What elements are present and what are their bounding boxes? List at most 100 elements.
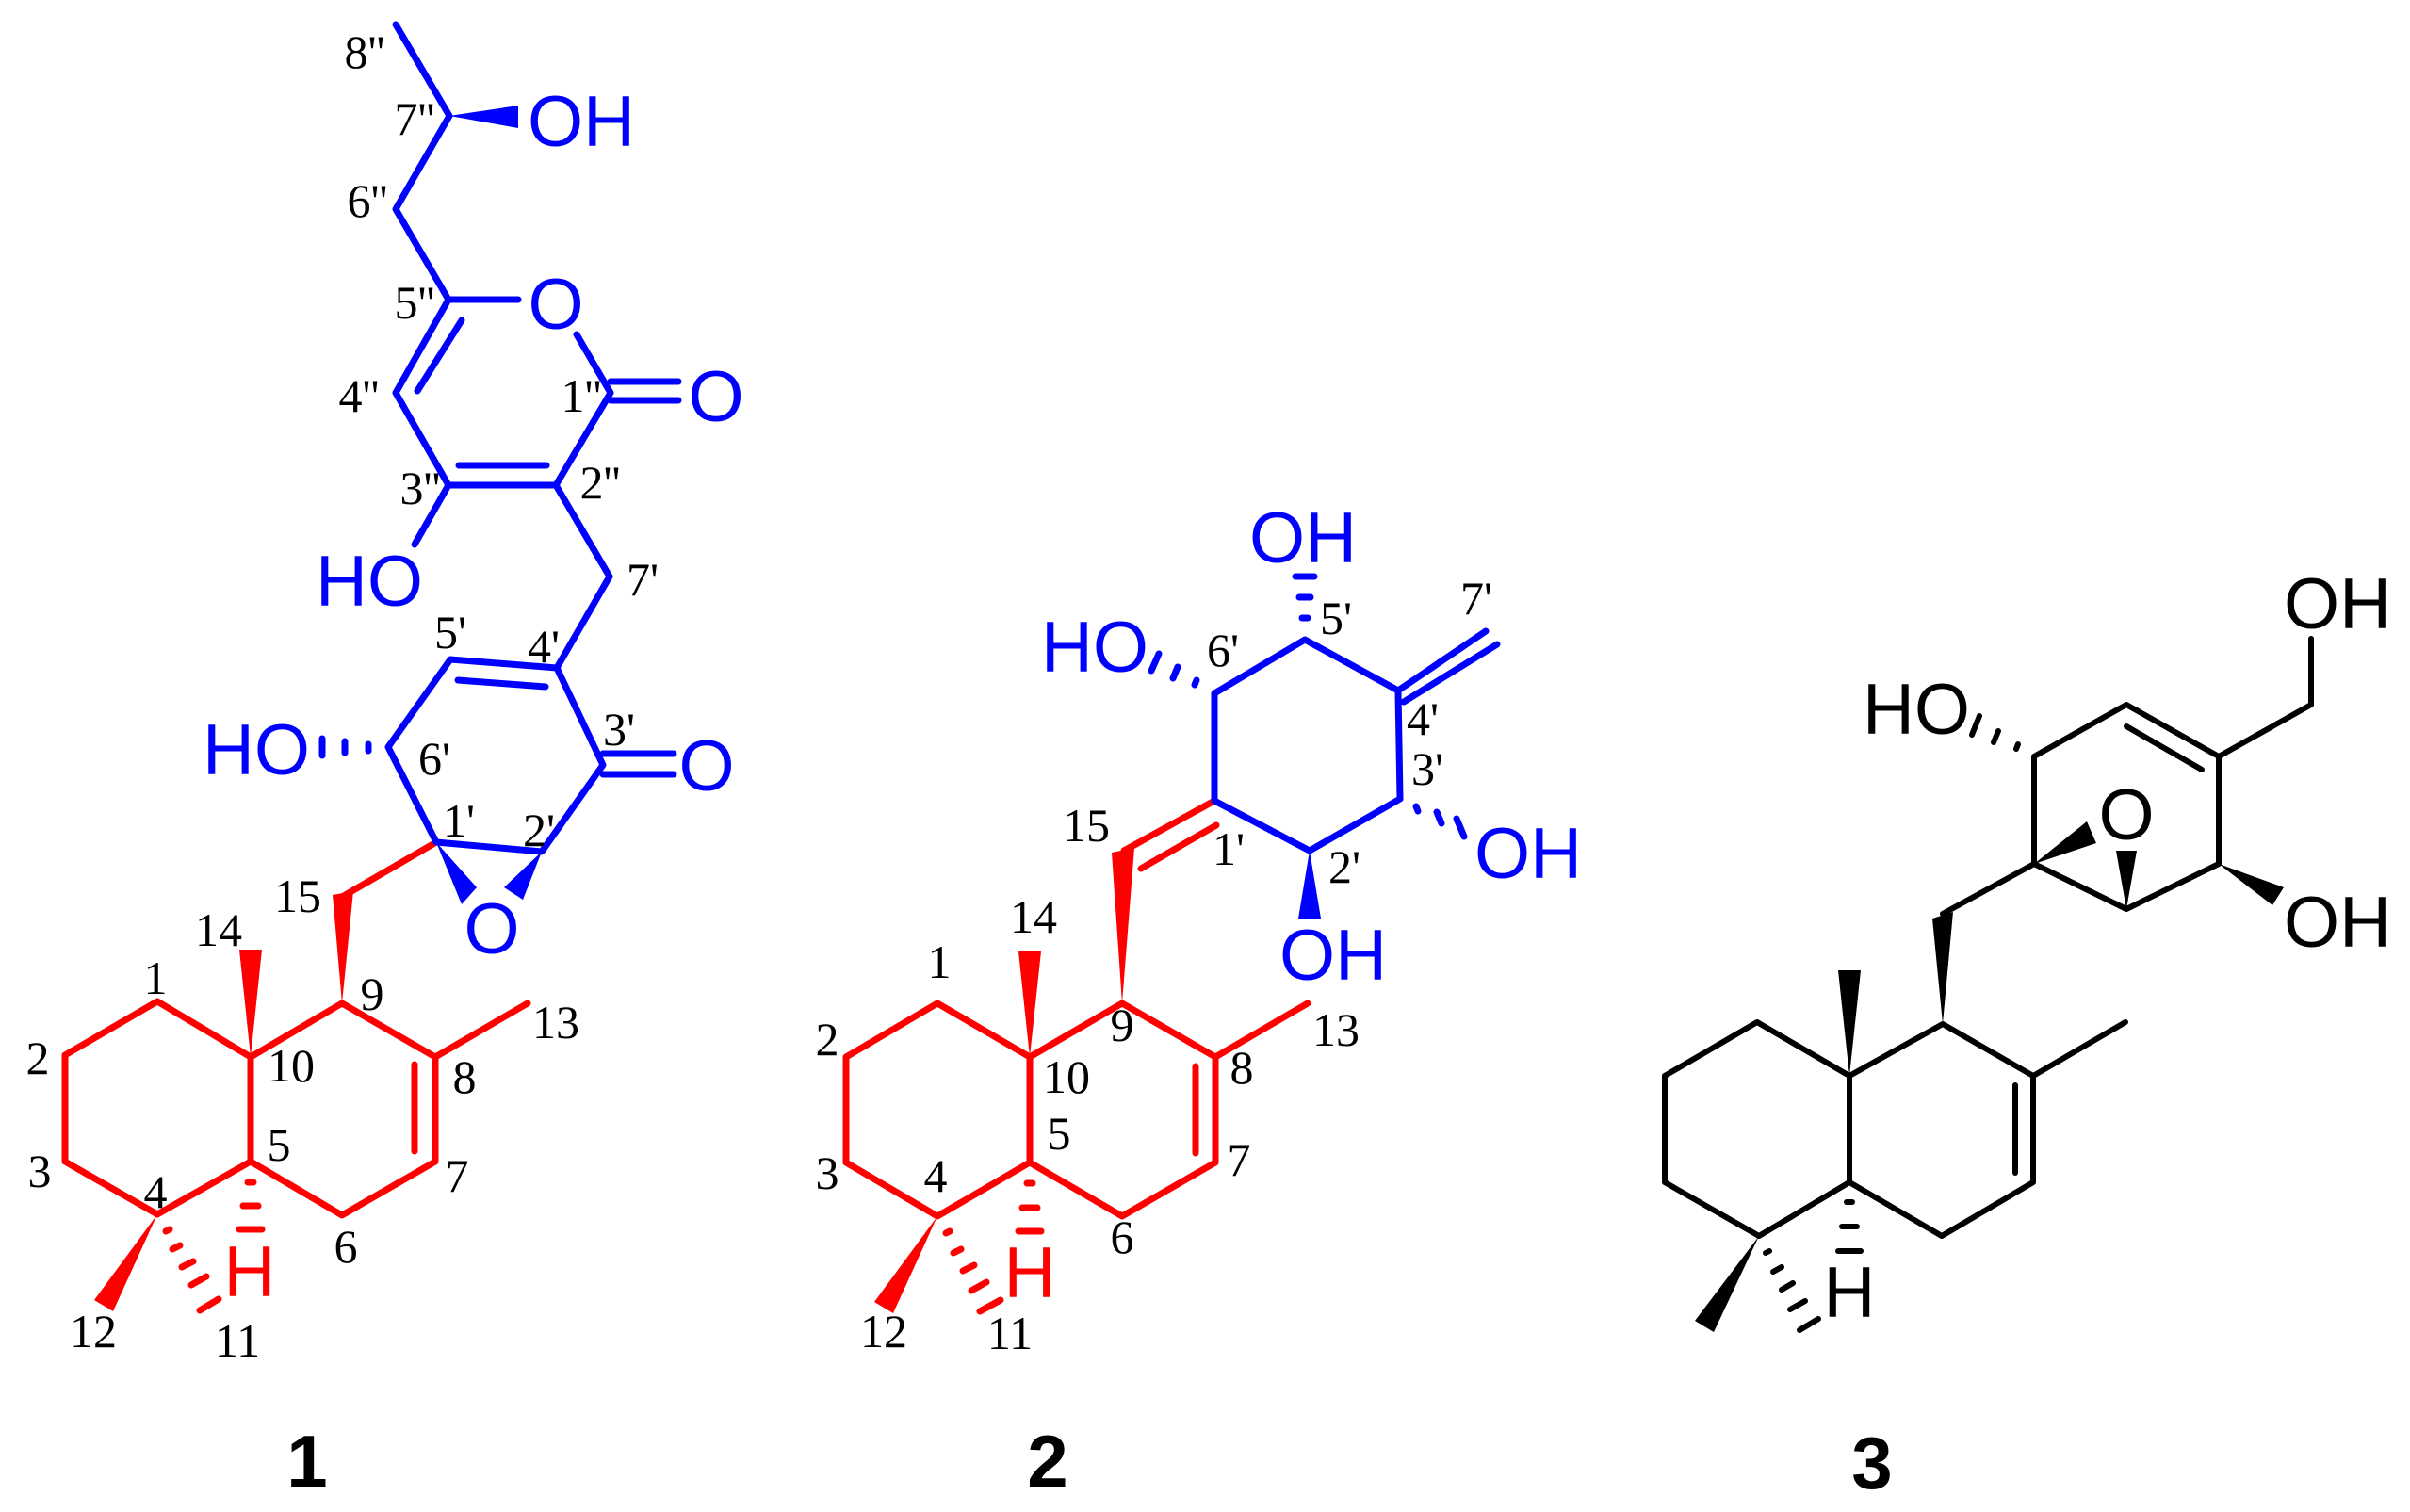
compound-1: H HO O O bbox=[26, 21, 744, 1503]
hash-c11 bbox=[942, 1227, 1004, 1315]
oh-3p-label: OH bbox=[1474, 814, 1582, 894]
svg-text:15: 15 bbox=[1063, 799, 1110, 852]
svg-text:2': 2' bbox=[1328, 840, 1360, 893]
svg-text:5': 5' bbox=[434, 606, 466, 658]
svg-text:7: 7 bbox=[1228, 1133, 1251, 1186]
svg-text:4': 4' bbox=[1407, 692, 1439, 745]
oh-5p-label: OH bbox=[1249, 498, 1357, 578]
wedge-oh-right bbox=[2219, 864, 2284, 905]
wedge-epoxide-bottom bbox=[2116, 851, 2137, 909]
hash-c6p-oh bbox=[1148, 650, 1200, 689]
svg-text:10: 10 bbox=[268, 1039, 315, 1092]
svg-text:13: 13 bbox=[532, 996, 579, 1049]
svg-text:4: 4 bbox=[924, 1149, 948, 1202]
svg-text:4': 4' bbox=[528, 620, 560, 673]
ho-6p-label: HO bbox=[203, 710, 310, 790]
svg-text:9: 9 bbox=[1111, 999, 1134, 1051]
svg-text:12: 12 bbox=[70, 1305, 117, 1358]
oh-ch2-label: OH bbox=[2284, 564, 2391, 644]
svg-text:2: 2 bbox=[816, 1013, 839, 1065]
svg-text:8: 8 bbox=[1230, 1041, 1254, 1094]
h-atom-label: H bbox=[1004, 1233, 1056, 1313]
hash-c5p-oh bbox=[1292, 573, 1318, 622]
compound-2-numbering: 1 2 3 4 5 6 7 8 9 10 11 12 13 14 15 1' 2… bbox=[816, 572, 1493, 1359]
svg-text:14: 14 bbox=[195, 903, 242, 956]
hash-h5 bbox=[1835, 1199, 1864, 1254]
compound-3: H HO OH O OH 3 bbox=[1662, 564, 2391, 1504]
hash-c11 bbox=[162, 1226, 222, 1314]
wedge-c7pp-oh bbox=[449, 106, 518, 128]
wedge-epoxide-c1p bbox=[436, 842, 477, 904]
svg-text:4'': 4'' bbox=[338, 369, 379, 422]
hash-ho-left bbox=[1969, 713, 2021, 752]
svg-text:1': 1' bbox=[443, 794, 475, 847]
wedge-c9-c15 bbox=[1112, 848, 1134, 1003]
compound-2-number: 2 bbox=[1027, 1420, 1067, 1503]
svg-text:1'': 1'' bbox=[561, 369, 601, 422]
svg-text:14: 14 bbox=[1010, 890, 1057, 943]
hash-c3p-oh bbox=[1412, 803, 1468, 840]
svg-text:11: 11 bbox=[987, 1307, 1033, 1359]
oh-2p-label: OH bbox=[1279, 916, 1387, 996]
svg-text:8'': 8'' bbox=[344, 25, 384, 78]
svg-text:6'': 6'' bbox=[347, 174, 387, 227]
svg-text:3'': 3'' bbox=[399, 462, 440, 514]
wedge-c14 bbox=[239, 950, 262, 1057]
o-carbonyl-label: O bbox=[688, 357, 743, 437]
svg-text:5'': 5'' bbox=[394, 276, 434, 329]
o-ketone-label: O bbox=[678, 726, 734, 806]
o-epoxide-label: O bbox=[2098, 775, 2154, 855]
svg-text:7': 7' bbox=[627, 553, 659, 606]
svg-text:7: 7 bbox=[446, 1149, 469, 1202]
ho-3pp-label: HO bbox=[316, 542, 423, 622]
ho-left-label: HO bbox=[1863, 670, 1970, 750]
svg-text:5: 5 bbox=[268, 1118, 291, 1171]
h-atom-label: H bbox=[224, 1232, 276, 1312]
ho-6p-label: HO bbox=[1041, 608, 1148, 688]
wedge-epoxide-left bbox=[2034, 821, 2096, 864]
svg-text:7': 7' bbox=[1460, 572, 1492, 625]
wedge-c2p-oh bbox=[1298, 851, 1321, 919]
svg-text:11: 11 bbox=[215, 1314, 260, 1367]
h-atom-label: H bbox=[1824, 1253, 1876, 1333]
compound-3-number: 3 bbox=[1851, 1422, 1892, 1504]
wedge-c9-c15 bbox=[1932, 912, 1953, 1024]
svg-text:6: 6 bbox=[1111, 1211, 1134, 1263]
compound-3-decalin-core bbox=[1662, 861, 2128, 1239]
o-ring-label: O bbox=[528, 265, 583, 345]
svg-text:3: 3 bbox=[28, 1145, 52, 1197]
svg-text:6: 6 bbox=[334, 1220, 358, 1273]
svg-text:15: 15 bbox=[274, 870, 321, 922]
svg-text:3: 3 bbox=[816, 1146, 839, 1199]
hash-h5 bbox=[236, 1179, 266, 1233]
compound-1-pyrone bbox=[392, 21, 682, 580]
svg-text:1: 1 bbox=[144, 951, 168, 1004]
compound-3-epoxycyclohexene bbox=[2031, 636, 2314, 912]
oh-7pp-label: OH bbox=[528, 82, 635, 162]
hash-c6p-oh bbox=[318, 735, 372, 759]
svg-text:6': 6' bbox=[1207, 624, 1239, 676]
svg-text:1': 1' bbox=[1213, 822, 1245, 875]
svg-text:10: 10 bbox=[1043, 1050, 1090, 1103]
compound-1-numbering: 1 2 3 4 5 6 7 8 9 10 11 12 13 14 15 1' 2… bbox=[26, 25, 659, 1367]
svg-text:12: 12 bbox=[860, 1305, 907, 1358]
hash-c11 bbox=[1763, 1248, 1821, 1333]
wedge-c14 bbox=[1838, 970, 1861, 1076]
svg-text:9: 9 bbox=[361, 967, 384, 1020]
svg-text:5': 5' bbox=[1320, 592, 1352, 644]
svg-text:4: 4 bbox=[144, 1165, 168, 1218]
compound-1-number: 1 bbox=[286, 1420, 327, 1503]
svg-text:3': 3' bbox=[1411, 742, 1443, 795]
svg-text:6': 6' bbox=[418, 732, 450, 785]
oh-right-label: OH bbox=[2284, 883, 2391, 963]
svg-text:2'': 2'' bbox=[579, 456, 620, 509]
hash-h5 bbox=[1015, 1179, 1045, 1235]
svg-text:5: 5 bbox=[1048, 1107, 1071, 1160]
svg-text:1: 1 bbox=[928, 935, 952, 988]
svg-text:13: 13 bbox=[1312, 1003, 1360, 1056]
svg-text:2': 2' bbox=[523, 804, 555, 856]
wedge-epoxide-c2p bbox=[504, 852, 542, 900]
wedge-c15 bbox=[333, 891, 353, 1003]
compound-2: H OH HO OH OH 1 2 3 4 bbox=[816, 498, 1583, 1503]
